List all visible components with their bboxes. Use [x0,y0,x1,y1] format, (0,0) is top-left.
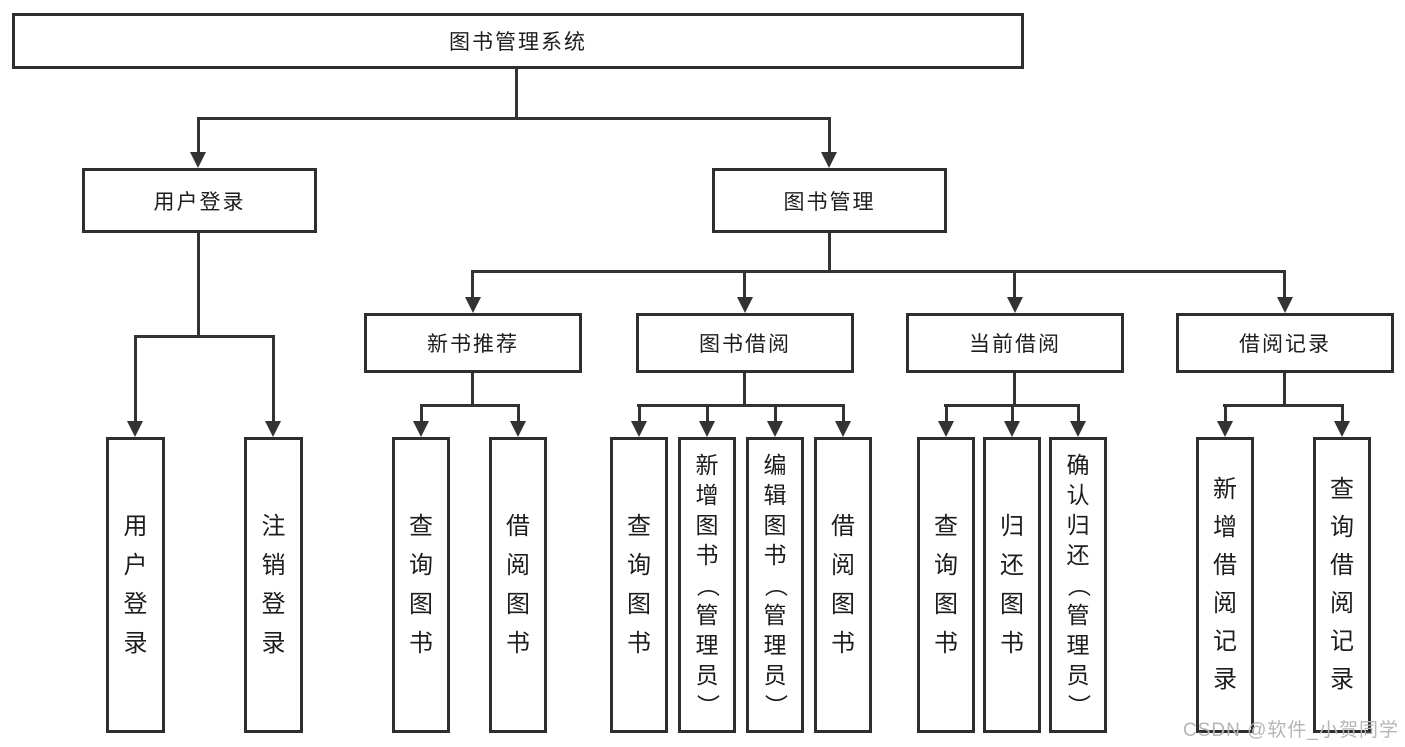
arrow-down-icon [938,421,954,437]
node-book-borrowing-label: 图书借阅 [699,333,791,356]
node-leaf-user-login: 用户登录 [106,437,165,733]
node-borrowing-records-label: 借阅记录 [1239,333,1331,356]
node-book-borrowing: 图书借阅 [636,313,854,373]
node-leaf-query-borrow-record-label: 查询借阅记录 [1330,476,1354,693]
node-leaf-add-book-admin-label: 新增图书（管理员） [694,451,721,717]
node-new-book-recommend: 新书推荐 [364,313,582,373]
node-borrowing-records: 借阅记录 [1176,313,1394,373]
arrow-down-icon [821,152,837,168]
arrow-down-icon [190,152,206,168]
node-user-login: 用户登录 [82,168,317,233]
node-leaf-confirm-return-admin-label: 确认归还（管理员） [1065,451,1092,717]
node-leaf-edit-book-admin-label: 编辑图书（管理员） [762,451,789,717]
connector-line [743,373,746,406]
connector-line [1283,373,1286,406]
connector-line [1077,404,1080,423]
connector-line [1013,270,1016,299]
connector-line [637,404,844,407]
connector-line [828,233,831,272]
node-current-borrowing-label: 当前借阅 [969,333,1061,356]
node-leaf-borrow-book-1-label: 借阅图书 [506,512,530,657]
arrow-down-icon [1277,297,1293,313]
node-leaf-query-book-2-label: 查询图书 [627,512,651,657]
arrow-down-icon [510,421,526,437]
node-current-borrowing: 当前借阅 [906,313,1124,373]
node-leaf-query-borrow-record: 查询借阅记录 [1313,437,1371,733]
node-leaf-query-book-3: 查询图书 [917,437,975,733]
node-leaf-add-book-admin: 新增图书（管理员） [678,437,736,733]
node-book-management: 图书管理 [712,168,947,233]
node-leaf-confirm-return-admin: 确认归还（管理员） [1049,437,1107,733]
arrow-down-icon [699,421,715,437]
node-leaf-logout-login-label: 注销登录 [261,512,286,657]
connector-line [471,270,1286,273]
connector-line [420,404,423,423]
arrow-down-icon [1334,421,1350,437]
connector-line [134,335,137,423]
node-leaf-logout-login: 注销登录 [244,437,303,733]
node-leaf-add-borrow-record-label: 新增借阅记录 [1213,476,1237,693]
node-leaf-query-book-1: 查询图书 [392,437,450,733]
node-leaf-borrow-book-2-label: 借阅图书 [831,512,855,657]
connector-line [197,233,200,337]
node-leaf-query-book-1-label: 查询图书 [409,512,433,657]
node-book-management-label: 图书管理 [783,190,876,214]
connector-line [1013,373,1016,406]
connector-line [945,404,948,423]
connector-line [1224,404,1227,423]
arrow-down-icon [465,297,481,313]
arrow-down-icon [631,421,647,437]
node-leaf-borrow-book-2: 借阅图书 [814,437,872,733]
connector-line [471,373,474,406]
connector-line [134,335,275,338]
arrow-down-icon [265,421,281,437]
connector-line [197,117,831,120]
connector-line [1341,404,1344,423]
connector-line [471,270,474,299]
arrow-down-icon [737,297,753,313]
arrow-down-icon [1007,297,1023,313]
node-new-book-recommend-label: 新书推荐 [427,333,519,356]
connector-line [842,404,845,423]
connector-line [517,404,520,423]
node-leaf-query-book-3-label: 查询图书 [934,512,958,657]
node-leaf-borrow-book-1: 借阅图书 [489,437,547,733]
arrow-down-icon [767,421,783,437]
node-user-login-label: 用户登录 [153,190,246,214]
connector-line [515,69,518,119]
connector-line [272,335,275,423]
arrow-down-icon [835,421,851,437]
node-root-label: 图书管理系统 [449,31,587,54]
node-root: 图书管理系统 [12,13,1024,69]
connector-line [1283,270,1286,299]
csdn-watermark: CSDN @软件_小贺同学 [1183,720,1399,741]
connector-line [1223,404,1343,407]
node-leaf-return-book-label: 归还图书 [1000,512,1024,657]
connector-line [638,404,641,423]
node-leaf-edit-book-admin: 编辑图书（管理员） [746,437,804,733]
node-leaf-user-login-label: 用户登录 [123,512,148,657]
connector-line [743,270,746,299]
arrow-down-icon [1217,421,1233,437]
connector-line [420,404,519,407]
node-leaf-return-book: 归还图书 [983,437,1041,733]
connector-line [1011,404,1014,423]
node-leaf-add-borrow-record: 新增借阅记录 [1196,437,1254,733]
arrow-down-icon [1070,421,1086,437]
connector-line [828,117,831,154]
node-leaf-query-book-2: 查询图书 [610,437,668,733]
arrow-down-icon [127,421,143,437]
arrow-down-icon [1004,421,1020,437]
connector-line [774,404,777,423]
arrow-down-icon [413,421,429,437]
connector-line [706,404,709,423]
connector-line [197,117,200,154]
